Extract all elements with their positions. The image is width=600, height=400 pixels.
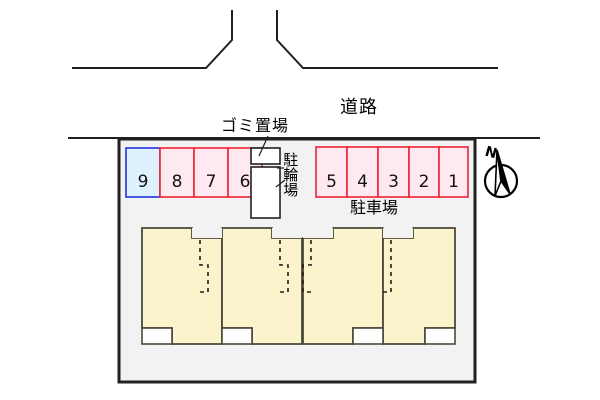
building-recess-d <box>424 327 456 345</box>
building-recess-c <box>352 327 384 345</box>
parking-stall-5-label: 5 <box>326 172 337 192</box>
building-notch-d <box>383 228 413 238</box>
building-unit-a <box>141 227 223 345</box>
facility-boxes <box>250 135 286 219</box>
parking-stall-7-label: 7 <box>205 172 217 192</box>
gomi-leader-line <box>258 135 269 157</box>
road-label: 道路 <box>340 97 378 118</box>
building-block <box>141 227 456 345</box>
churinjo-box[interactable] <box>250 166 281 219</box>
parking-stall-9[interactable] <box>125 147 161 198</box>
building-interior-dashes <box>199 240 392 293</box>
building-recess-a <box>141 327 173 345</box>
parking-stall-1[interactable] <box>438 146 469 198</box>
building-unit-d <box>382 227 456 345</box>
gomi-label: ゴミ置場 <box>221 116 290 135</box>
parking-block-right <box>315 146 469 198</box>
interior-dash-c <box>302 240 313 293</box>
gomi-box[interactable] <box>250 147 281 165</box>
interior-dash-b <box>278 240 289 293</box>
compass-rose <box>483 149 519 199</box>
parking-stall-6-label: 6 <box>239 172 251 192</box>
road-edge-left <box>72 10 233 69</box>
building-notch-c <box>303 228 333 238</box>
building-unit-c <box>302 227 384 345</box>
chushajo-label: 駐車場 <box>350 198 399 217</box>
parking-stall-4-label: 4 <box>357 172 368 192</box>
building-recess-b <box>221 327 253 345</box>
parking-block-left <box>125 147 263 198</box>
churinjo-label: 駐輪場 <box>281 152 300 197</box>
parking-stall-9-label: 9 <box>137 172 149 192</box>
compass-needle-dark <box>496 149 511 195</box>
road-edge-right <box>276 10 498 69</box>
churinjo-leader-line <box>275 179 286 188</box>
building-notch-b <box>272 228 302 238</box>
building-notch-a <box>192 228 222 238</box>
road-area <box>68 10 540 139</box>
parking-stall-8[interactable] <box>159 147 195 198</box>
interior-dash-d <box>382 240 392 293</box>
parking-stall-8-label: 8 <box>171 172 183 192</box>
interior-dash-a <box>199 240 209 293</box>
parking-stall-2-label: 2 <box>418 172 430 192</box>
parking-stall-1-label: 1 <box>448 172 459 192</box>
parking-stall-3-label: 3 <box>388 172 399 192</box>
building-unit-b <box>221 227 303 345</box>
